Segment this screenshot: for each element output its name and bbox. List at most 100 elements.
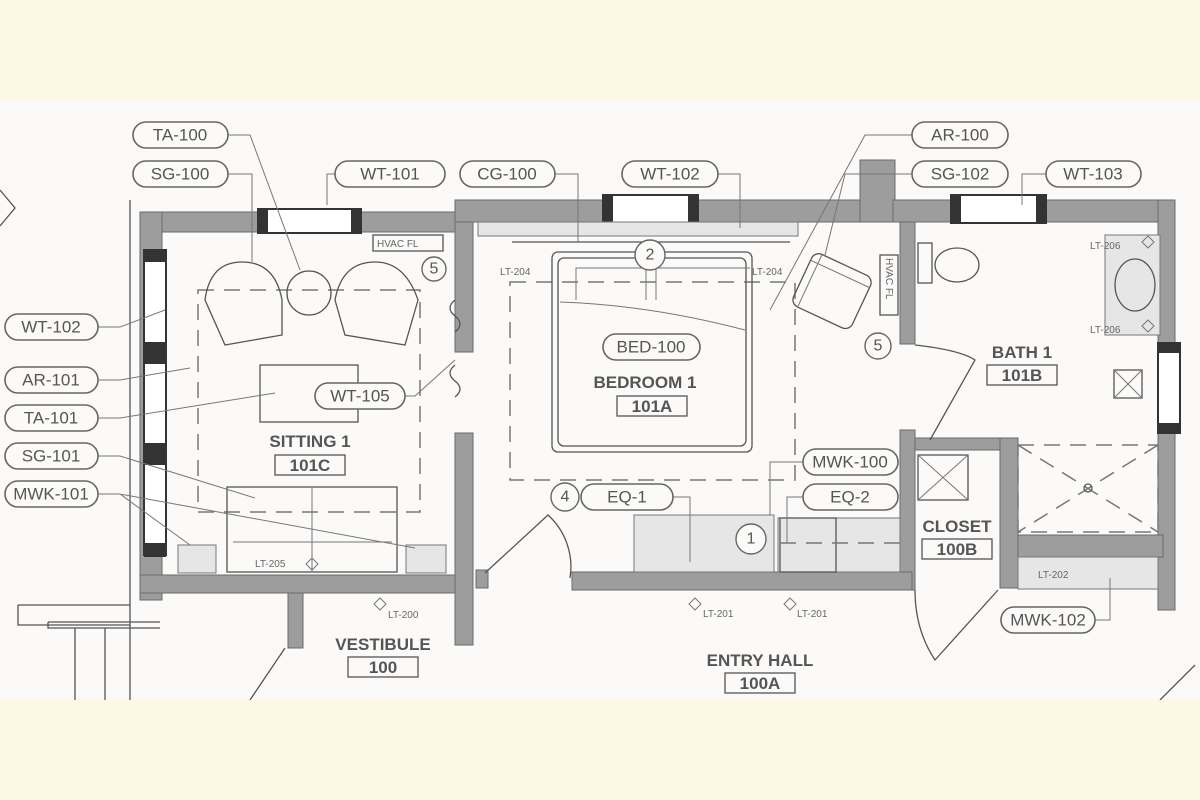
room-name: ENTRY HALL	[707, 651, 814, 670]
light-fixture-label: LT-204	[752, 267, 783, 278]
room-name: CLOSET	[923, 517, 993, 536]
fixture-labels: HVAC FL HVAC FL LT-204 LT-204 LT-205 LT-…	[255, 234, 1155, 621]
adjacent-structure	[17, 200, 160, 700]
tag-sg-102: SG-102	[911, 160, 1009, 188]
room-number: 101A	[632, 397, 673, 416]
room-number: 101C	[290, 456, 331, 475]
svg-text:EQ-1: EQ-1	[607, 488, 647, 507]
svg-text:MWK-101: MWK-101	[13, 485, 89, 504]
light-fixture-label: LT-200	[388, 610, 419, 621]
closet-door-swing	[914, 589, 999, 662]
tag-wt-102-top: WT-102	[621, 160, 719, 188]
keynote-number: 4	[561, 489, 570, 506]
floor-plan: 5 2 5 4 1 HVAC FL HVAC FL LT-204 LT-204 …	[0, 100, 1200, 701]
svg-text:MWK-102: MWK-102	[1010, 611, 1086, 630]
window-bath-right	[1157, 342, 1181, 434]
room-number: 101B	[1002, 366, 1043, 385]
room-bedroom-1: BEDROOM 1 101A	[594, 373, 697, 417]
room-sitting-1: SITTING 1 101C	[269, 432, 351, 476]
room-name: VESTIBULE	[335, 635, 430, 654]
svg-text:TA-101: TA-101	[24, 409, 79, 428]
room-vestibule: VESTIBULE 100	[335, 635, 431, 678]
entry-millwork	[249, 514, 1196, 701]
tag-sg-100: SG-100	[132, 160, 229, 188]
svg-text:WT-102: WT-102	[21, 318, 81, 337]
keynote-number: 5	[874, 338, 883, 355]
floor-drain-icon	[1113, 369, 1143, 399]
room-bath-1: BATH 1 101B	[986, 343, 1058, 386]
light-fixture-label: LT-206	[1090, 325, 1121, 336]
light-fixture-label: LT-201	[797, 609, 828, 620]
millwork-mwk-101	[177, 544, 217, 574]
keynote-5a: 5	[421, 256, 447, 282]
light-fixture-label: LT-201	[703, 609, 734, 620]
light-fixture-label: LT-202	[1038, 570, 1069, 581]
tag-ta-100: TA-100	[132, 121, 229, 149]
hvac-label: HVAC FL	[883, 258, 894, 300]
tag-ta-101: TA-101	[4, 404, 99, 432]
room-number: 100	[369, 658, 397, 677]
keynote-4: 4	[550, 482, 580, 512]
shower	[1017, 444, 1159, 533]
svg-text:BED-100: BED-100	[617, 338, 686, 357]
vanity	[1104, 234, 1161, 336]
light-fixture-label: LT-204	[500, 267, 531, 278]
keynote-5b: 5	[864, 332, 892, 360]
sitting-furniture	[177, 261, 461, 574]
millwork-mwk-102	[1017, 556, 1159, 590]
keynote-2: 2	[634, 239, 666, 271]
closet-shelf-icon	[917, 454, 969, 501]
svg-text:WT-102: WT-102	[640, 165, 700, 184]
room-name: BATH 1	[992, 343, 1052, 362]
keynote-1: 1	[735, 523, 767, 555]
svg-text:WT-101: WT-101	[360, 165, 420, 184]
svg-text:AR-100: AR-100	[931, 126, 989, 145]
svg-text:AR-101: AR-101	[22, 371, 80, 390]
room-number: 100B	[937, 540, 978, 559]
svg-text:WT-105: WT-105	[330, 387, 390, 406]
curtain-icon	[449, 299, 461, 398]
armchair-ar-100	[792, 253, 872, 330]
floor-plan-drawing: 5 2 5 4 1 HVAC FL HVAC FL LT-204 LT-204 …	[0, 121, 1196, 701]
svg-text:WT-103: WT-103	[1063, 165, 1123, 184]
svg-text:SG-101: SG-101	[22, 447, 81, 466]
tag-wt-105: WT-105	[314, 382, 406, 410]
door-swing	[484, 514, 572, 579]
svg-text:EQ-2: EQ-2	[830, 488, 870, 507]
sink-icon	[1114, 258, 1156, 312]
tag-sg-101: SG-101	[4, 442, 99, 470]
section-marker	[0, 189, 16, 227]
room-name: BEDROOM 1	[594, 373, 697, 392]
room-entry-hall: ENTRY HALL 100A	[707, 651, 814, 694]
tag-cg-100: CG-100	[459, 160, 556, 188]
window-wt-102-left	[143, 249, 167, 557]
bath-door-swing	[914, 344, 976, 441]
tag-ar-101: AR-101	[4, 366, 99, 394]
light-fixture-label: LT-206	[1090, 241, 1121, 252]
toilet-icon	[934, 247, 980, 283]
svg-text:SG-102: SG-102	[931, 165, 990, 184]
leader-lines	[97, 134, 1111, 621]
keynote-number: 5	[430, 261, 439, 278]
hvac-label: HVAC FL	[377, 239, 419, 250]
svg-text:MWK-100: MWK-100	[812, 453, 888, 472]
tag-bed-100: BED-100	[602, 333, 701, 361]
room-name: SITTING 1	[269, 432, 350, 451]
room-number: 100A	[740, 674, 781, 693]
tag-wt-101: WT-101	[334, 160, 446, 188]
keynote-number: 2	[646, 247, 655, 264]
tag-mwk-102: MWK-102	[1000, 606, 1096, 634]
tag-ar-100: AR-100	[911, 121, 1009, 149]
svg-text:SG-100: SG-100	[151, 165, 210, 184]
tag-wt-103: WT-103	[1045, 160, 1142, 188]
room-closet: CLOSET 100B	[921, 517, 993, 560]
window-wt-102-top	[602, 194, 699, 224]
svg-text:TA-100: TA-100	[153, 126, 208, 145]
tag-eq-2: EQ-2	[802, 483, 899, 511]
svg-text:CG-100: CG-100	[477, 165, 537, 184]
window-wt-101	[257, 208, 362, 234]
light-fixture-label: LT-205	[255, 559, 286, 570]
tag-mwk-101: MWK-101	[4, 480, 99, 508]
window-wt-103	[950, 194, 1047, 224]
side-table-ta-100	[286, 270, 332, 316]
